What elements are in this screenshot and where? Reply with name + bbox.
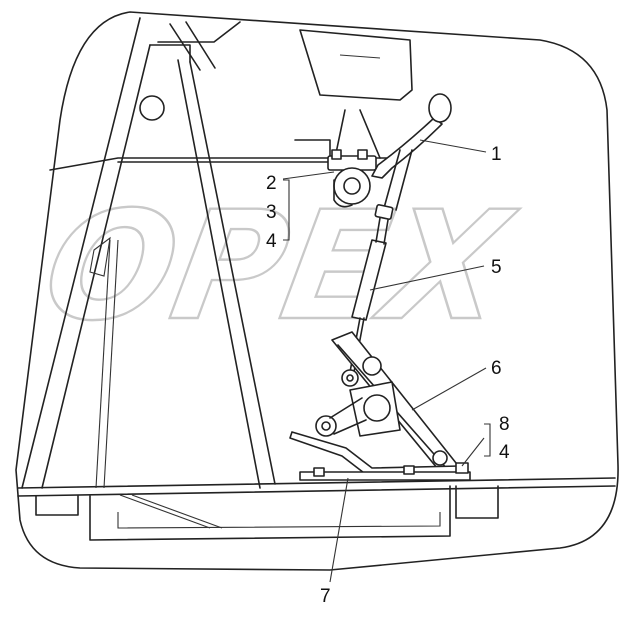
leader-1 xyxy=(419,139,487,153)
callout-4-upper: 4 xyxy=(266,231,277,252)
push-rod xyxy=(341,204,394,387)
pedal-base xyxy=(289,431,471,481)
shift-lever xyxy=(371,93,452,211)
watermark-text: OPEX xyxy=(33,179,526,354)
callout-4-lower: 4 xyxy=(499,442,510,463)
callout-6: 6 xyxy=(491,358,502,379)
callout-2: 2 xyxy=(266,173,277,194)
leader-5 xyxy=(369,265,485,291)
leader-8 xyxy=(461,437,485,467)
callout-8: 8 xyxy=(499,414,510,435)
callout-5: 5 xyxy=(491,257,502,278)
floor-plate xyxy=(17,477,616,541)
callout-7: 7 xyxy=(320,586,331,607)
callout-3: 3 xyxy=(266,202,277,223)
leader-lines xyxy=(282,139,491,583)
leader-2 xyxy=(282,171,335,180)
cab-pillar xyxy=(21,17,331,489)
pivot-mechanism xyxy=(315,331,461,475)
pivot-bracket xyxy=(327,149,377,208)
callout-1: 1 xyxy=(491,144,502,165)
leader-7 xyxy=(329,477,349,583)
leader-6 xyxy=(411,367,487,411)
bracket-2-4 xyxy=(283,179,290,241)
cab-outline xyxy=(15,11,619,571)
bracket-8-4 xyxy=(484,423,491,457)
lever-knob xyxy=(428,93,452,123)
upper-bracket xyxy=(294,29,413,161)
